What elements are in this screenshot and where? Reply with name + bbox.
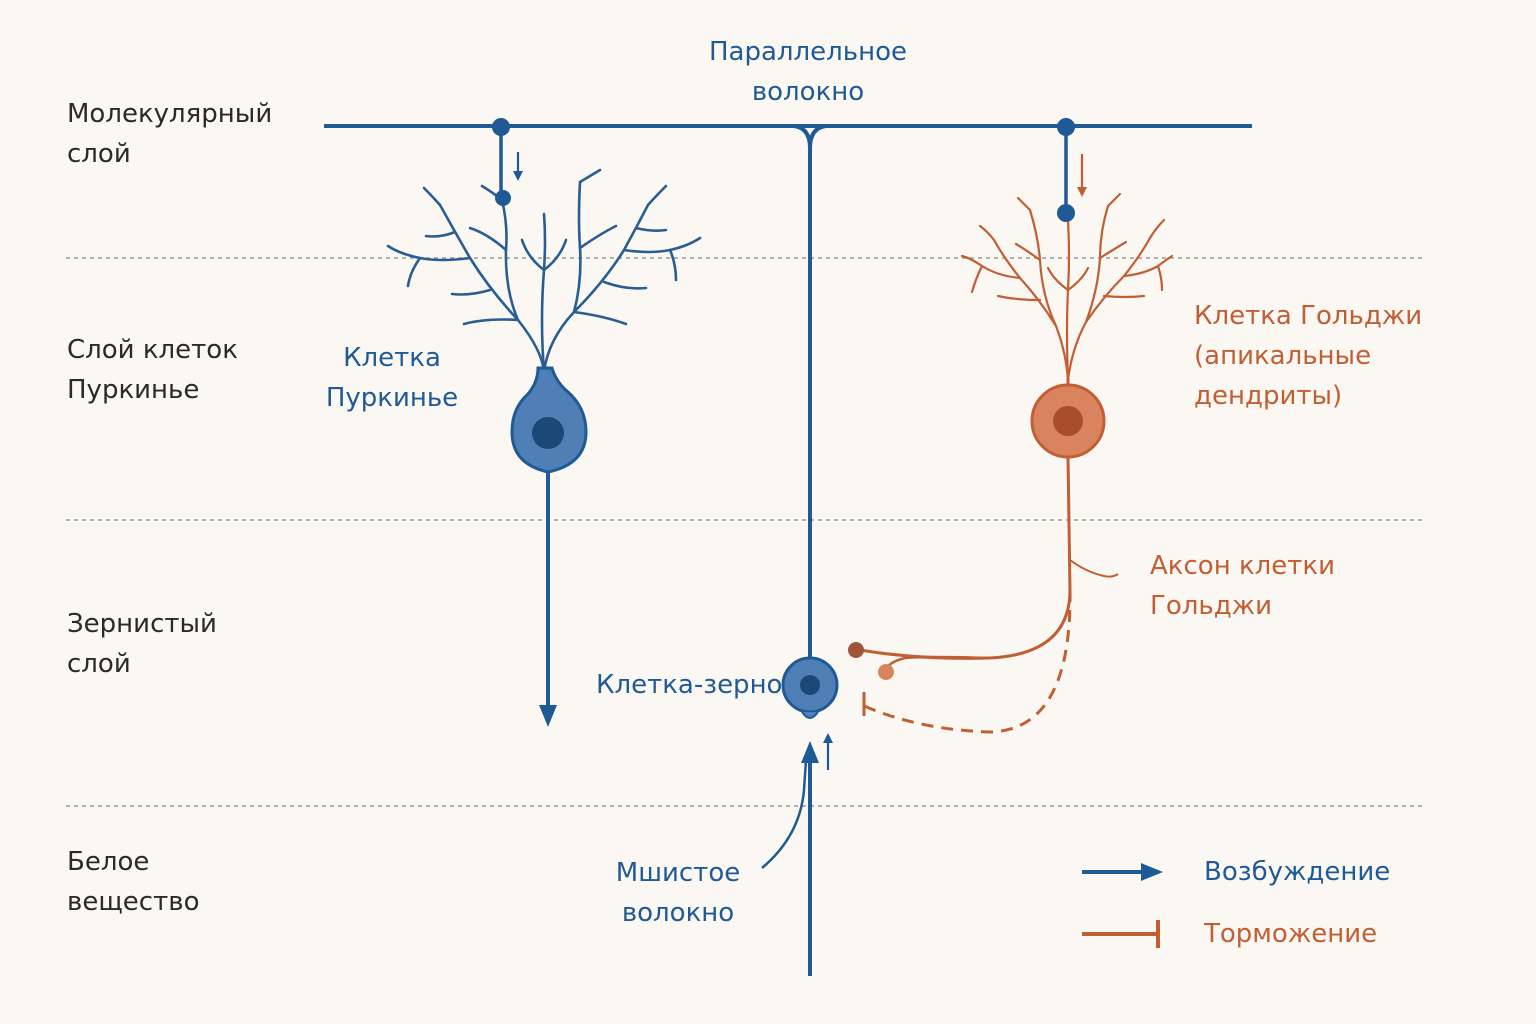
layer-label-purkinje: Слой клеток Пуркинье (67, 335, 238, 405)
parallel-fiber-label: Параллельное волокно (709, 37, 907, 107)
purkinje-dendrites (386, 168, 702, 374)
golgi-axon-label: Аксон клетки Гольджи (1150, 551, 1336, 621)
golgi-dendrites (960, 192, 1174, 382)
golgi-cell-label: Клетка Гольджи (апикальные дендриты) (1194, 301, 1423, 411)
legend-inhibition-bar (1082, 920, 1160, 948)
mossy-fiber (761, 733, 833, 976)
golgi-nucleus (1053, 406, 1083, 436)
layer-label-molecular: Молекулярный слой (67, 99, 273, 169)
legend (1082, 863, 1163, 948)
golgi-granule-synapse (848, 642, 864, 658)
purkinje-cell-label: Клетка Пуркинье (325, 343, 459, 413)
pf-purkinje-synapse (492, 118, 523, 206)
legend-inhibition-label: Торможение (1204, 919, 1378, 949)
legend-excitation-label: Возбуждение (1204, 857, 1391, 887)
layer-dividers (66, 257, 1422, 807)
mossy-fiber-label: Мшистое волокно (615, 858, 741, 928)
golgi-axon (859, 456, 1119, 734)
layer-label-granular: Зернистый слой (67, 609, 217, 679)
granule-cell (781, 656, 839, 719)
pf-golgi-synapse (1057, 118, 1087, 222)
golgi-cell (848, 192, 1174, 734)
purkinje-cell (386, 168, 702, 727)
parallel-fiber (324, 124, 1252, 149)
granule-nucleus (800, 675, 820, 695)
layer-label-white-matter: Белое вещество (67, 847, 200, 917)
granule-cell-label: Клетка-зерно (596, 670, 783, 700)
purkinje-nucleus (532, 417, 564, 449)
golgi-terminal (878, 664, 894, 680)
